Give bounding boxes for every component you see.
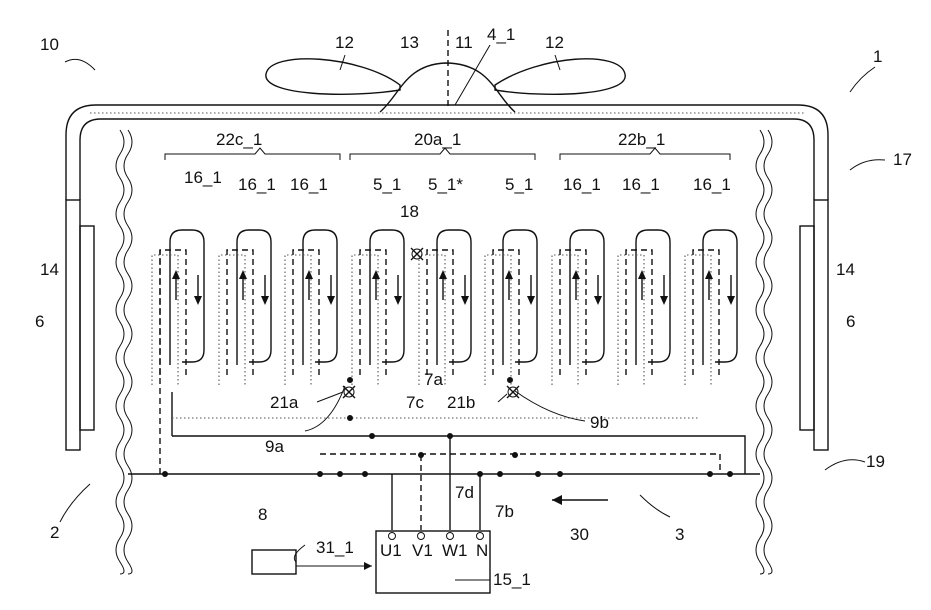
arrow-head [172, 270, 180, 279]
label-11: 11 [455, 33, 473, 52]
label-v1: V1 [412, 541, 433, 560]
coil-loop-dashed [160, 250, 186, 375]
coil-loop-dashed [626, 250, 652, 375]
label-6-left: 6 [35, 312, 44, 331]
arrow-head [439, 270, 447, 279]
label-6-right: 6 [846, 312, 855, 331]
arrow-head [305, 270, 313, 279]
label-1: 1 [873, 47, 882, 66]
direction-arrow [552, 495, 608, 505]
coil-loop-dashed [427, 250, 453, 375]
label-4-1: 4_1 [487, 25, 515, 44]
coil-loop-dashed [360, 250, 386, 375]
wiring [128, 250, 760, 540]
label-31-1: 31_1 [316, 538, 354, 557]
arrow-head [461, 296, 469, 305]
label-5-1-star: 5_1* [428, 175, 463, 194]
arrow-head [594, 296, 602, 305]
coil-loop-dashed [227, 250, 253, 375]
arrow-head [660, 296, 668, 305]
arrow-head [239, 270, 247, 279]
arrow-head [372, 270, 380, 279]
label-7c: 7c [406, 393, 424, 412]
group-braces [165, 148, 730, 160]
label-12-right: 12 [545, 33, 564, 52]
label-16-1-l1: 16_1 [184, 168, 222, 187]
label-7a: 7a [424, 370, 443, 389]
coil-loop-dashed [693, 250, 719, 375]
coil-loop-dashed [493, 250, 519, 375]
reference-labels: 10 1 12 12 13 11 4_1 22c_1 20a_1 22b_1 1… [35, 25, 912, 589]
label-30: 30 [570, 525, 589, 544]
label-10: 10 [40, 35, 59, 54]
label-16-1-r3: 16_1 [693, 175, 731, 194]
label-12-left: 12 [335, 33, 354, 52]
label-22c-1: 22c_1 [216, 130, 262, 149]
coil-loop-dashed [293, 250, 319, 375]
label-8: 8 [258, 505, 267, 524]
label-9b: 9b [590, 413, 609, 432]
label-5-1-a: 5_1 [373, 175, 401, 194]
label-13: 13 [400, 33, 419, 52]
label-15-1: 15_1 [493, 570, 531, 589]
coil-array [152, 230, 737, 385]
label-7d: 7d [455, 483, 474, 502]
label-w1: W1 [442, 541, 468, 560]
label-18: 18 [400, 202, 419, 221]
arrow-head [194, 296, 202, 305]
label-16-1-l2: 16_1 [238, 175, 276, 194]
arrow-head [572, 270, 580, 279]
arrow-head [327, 296, 335, 305]
label-20a-1: 20a_1 [414, 130, 461, 149]
arrow-head [261, 296, 269, 305]
fan-blades [266, 30, 625, 112]
arrow-head [705, 270, 713, 279]
label-16-1-r2: 16_1 [622, 175, 660, 194]
label-21a: 21a [270, 393, 299, 412]
label-21b: 21b [447, 393, 475, 412]
label-u1: U1 [380, 541, 402, 560]
arrow-head [727, 296, 735, 305]
label-17: 17 [893, 150, 912, 169]
arrow-head [394, 296, 402, 305]
label-14-left: 14 [40, 260, 59, 279]
label-19: 19 [866, 452, 885, 471]
label-9a: 9a [265, 437, 284, 456]
arrow-head [505, 270, 513, 279]
label-5-1-b: 5_1 [505, 175, 533, 194]
label-16-1-l3: 16_1 [290, 175, 328, 194]
label-2: 2 [50, 523, 59, 542]
arrow-head [638, 270, 646, 279]
coil-loop-dashed [560, 250, 586, 375]
label-3: 3 [675, 525, 684, 544]
label-22b-1: 22b_1 [618, 130, 665, 149]
arrow-head [527, 296, 535, 305]
break-lines [116, 130, 772, 574]
label-16-1-r1: 16_1 [563, 175, 601, 194]
label-7b: 7b [495, 502, 514, 521]
label-n: N [476, 541, 488, 560]
label-14-right: 14 [836, 260, 855, 279]
